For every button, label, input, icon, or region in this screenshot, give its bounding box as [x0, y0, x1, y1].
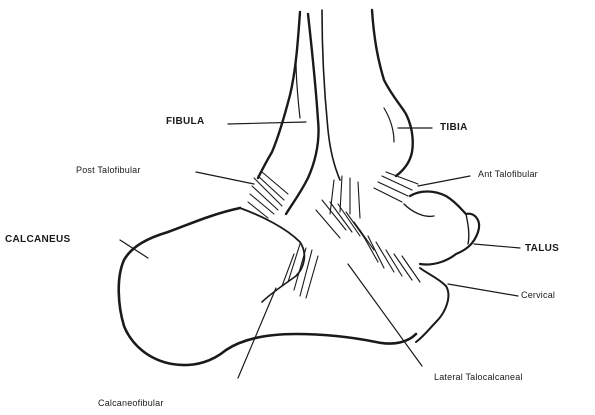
cervical-label: Cervical [521, 291, 555, 300]
lateral-talocalcaneal-label: Lateral Talocalcaneal [434, 373, 523, 382]
leader-lines [120, 122, 520, 378]
calcaneofibular-label: Calcaneofibular [98, 399, 164, 408]
calcaneus-bone [119, 208, 416, 365]
fibula-label: FIBULA [166, 117, 204, 127]
tibia-label: TIBIA [440, 123, 468, 133]
post-talofibular-label: Post Talofibular [76, 166, 141, 175]
ligament-hatching [248, 172, 420, 298]
talus-bone [404, 192, 479, 265]
ant-talofibular-label: Ant Talofibular [478, 170, 538, 179]
tibia-bone [322, 10, 413, 180]
calcaneus-label: CALCANEUS [5, 235, 70, 245]
talar-neck [416, 268, 448, 342]
talus-label: TALUS [525, 244, 559, 254]
